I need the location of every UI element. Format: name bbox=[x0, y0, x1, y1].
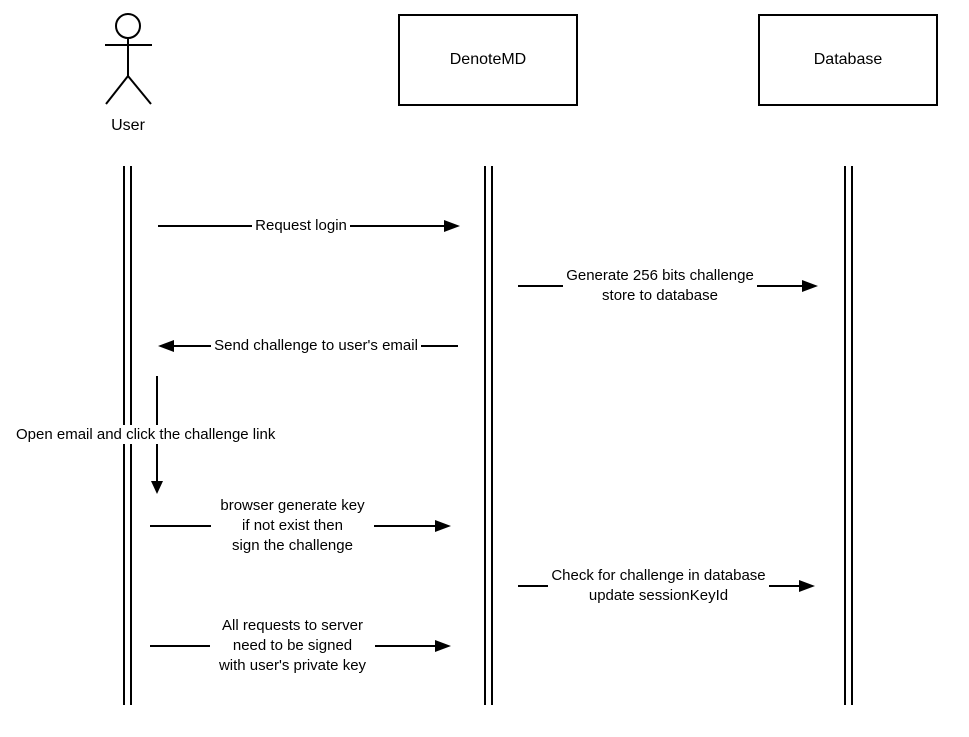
message-line bbox=[420, 345, 459, 347]
message-signed-requests: All requests to server need to be signed… bbox=[150, 616, 451, 676]
self-message-label: Open email and click the challenge link bbox=[14, 425, 278, 444]
arrowhead-left-icon bbox=[158, 340, 174, 352]
message-label: browser generate key if not exist then s… bbox=[220, 497, 365, 554]
participant-label-denotemd: DenoteMD bbox=[449, 51, 527, 68]
message-label: Check for challenge in database update s… bbox=[551, 567, 766, 604]
message-line bbox=[174, 345, 212, 347]
message-line bbox=[150, 645, 210, 647]
arrowhead-right-icon bbox=[444, 220, 461, 232]
actor-label-user: User bbox=[111, 117, 145, 134]
user-actor-icon bbox=[105, 13, 152, 105]
message-line bbox=[768, 585, 799, 587]
participant-box-database: Database bbox=[758, 14, 938, 106]
participant-box-denotemd: DenoteMD bbox=[398, 14, 578, 106]
message-generate-challenge: Generate 256 bits challenge store to dat… bbox=[518, 266, 819, 306]
message-line bbox=[756, 285, 803, 287]
message-line bbox=[349, 225, 445, 227]
message-check-challenge: Check for challenge in database update s… bbox=[518, 566, 815, 606]
arrowhead-right-icon bbox=[802, 280, 819, 292]
message-line bbox=[150, 525, 212, 527]
lifeline-database bbox=[844, 166, 853, 705]
message-line bbox=[375, 645, 435, 647]
message-line bbox=[518, 285, 564, 287]
arrowhead-right-icon bbox=[799, 580, 815, 592]
arrowhead-down-icon bbox=[151, 481, 163, 494]
message-request-login: Request login bbox=[158, 216, 461, 236]
message-browser-generate-key: browser generate key if not exist then s… bbox=[150, 496, 451, 556]
message-line bbox=[158, 225, 253, 227]
arrowhead-right-icon bbox=[435, 520, 451, 532]
message-label: All requests to server need to be signed… bbox=[218, 617, 367, 674]
message-send-challenge-email: Send challenge to user's email bbox=[158, 336, 459, 356]
participant-label-database: Database bbox=[813, 51, 883, 68]
message-label: Request login bbox=[255, 217, 347, 234]
message-line bbox=[518, 585, 549, 587]
lifeline-denotemd bbox=[484, 166, 493, 705]
message-label: Generate 256 bits challenge store to dat… bbox=[566, 267, 754, 304]
message-label: Send challenge to user's email bbox=[214, 337, 418, 354]
message-line bbox=[373, 525, 435, 527]
arrowhead-right-icon bbox=[435, 640, 451, 652]
